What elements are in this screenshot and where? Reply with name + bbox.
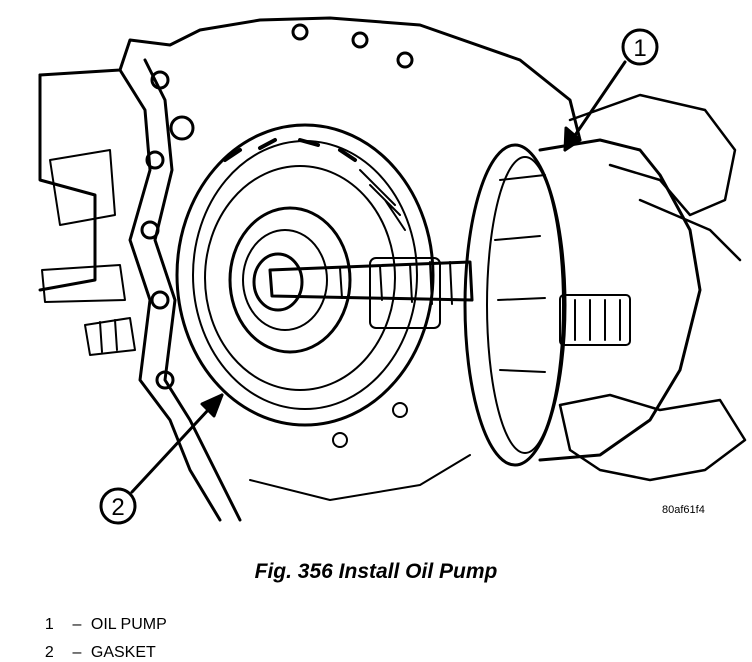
input-shaft — [268, 257, 474, 329]
legend-label: OIL PUMP — [90, 616, 167, 633]
oil-pump — [463, 138, 702, 467]
callout-1-number: 1 — [633, 35, 646, 62]
callout-2: 2 — [99, 393, 224, 525]
oil-pump-installation-illustration: 1 2 — [38, 16, 747, 525]
legend-item: 1 –OIL PUMP — [36, 598, 167, 634]
callout-2-number: 2 — [111, 494, 124, 521]
technician-hands — [558, 93, 747, 482]
legend-dash: – — [72, 616, 82, 633]
legend-label: GASKET — [90, 644, 156, 661]
legend-item: 2 –GASKET — [36, 626, 156, 662]
legend-number: 1 — [44, 616, 54, 633]
legend-number: 2 — [44, 644, 54, 661]
figure-code: 80af61f4 — [662, 504, 705, 516]
bolt — [84, 317, 136, 356]
figure-caption: Fig. 356 Install Oil Pump — [254, 560, 498, 583]
callout-1: 1 — [563, 28, 659, 152]
legend-dash: – — [72, 644, 82, 661]
pump-bore — [175, 123, 435, 427]
transmission-case — [38, 16, 582, 522]
